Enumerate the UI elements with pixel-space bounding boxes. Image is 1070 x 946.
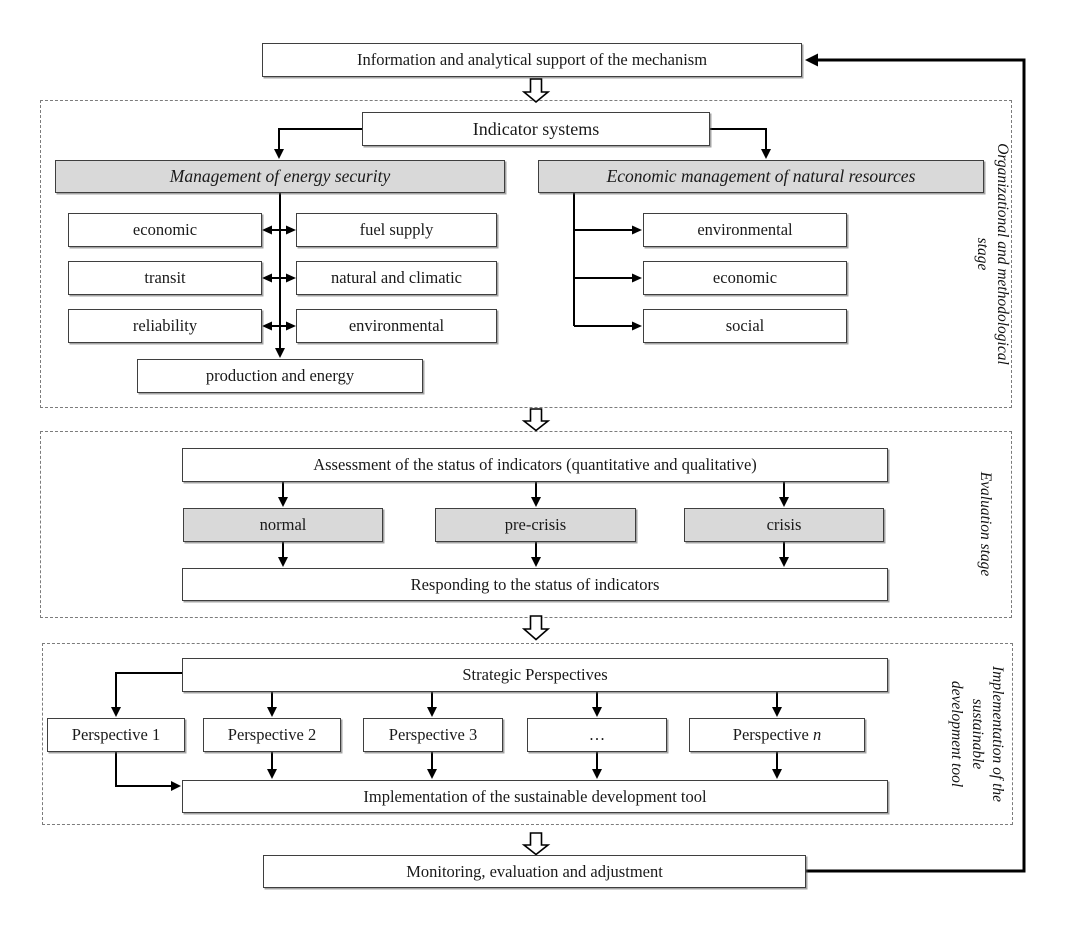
- stage3-frame: [42, 643, 1013, 825]
- assessment-box: Assessment of the status of indicators (…: [182, 448, 888, 482]
- status-crisis-box: crisis: [684, 508, 884, 542]
- energy-security-header: Management of energy security: [55, 160, 505, 193]
- energy-item-environmental: environmental: [296, 309, 497, 343]
- energy-item-reliability: reliability: [68, 309, 262, 343]
- perspective-n-box: Perspective n: [689, 718, 865, 752]
- energy-item-transit: transit: [68, 261, 262, 295]
- natural-item-economic: economic: [643, 261, 847, 295]
- monitoring-box: Monitoring, evaluation and adjustment: [263, 855, 806, 888]
- perspective-ellipsis-box: …: [527, 718, 667, 752]
- strategic-perspectives-box: Strategic Perspectives: [182, 658, 888, 692]
- status-precrisis-box: pre-crisis: [435, 508, 636, 542]
- natural-resources-header: Economic management of natural resources: [538, 160, 984, 193]
- energy-item-economic: economic: [68, 213, 262, 247]
- indicator-systems-box: Indicator systems: [362, 112, 710, 146]
- stage3-label-line2: sustainable: [968, 698, 986, 770]
- stage3-label-line3: development tool: [948, 680, 966, 788]
- stage2-label: Evaluation stage: [977, 471, 994, 577]
- stage1-frame: [40, 100, 1012, 408]
- stage3-label-line1: Implementation of the: [989, 665, 1006, 803]
- energy-item-production: production and energy: [137, 359, 423, 393]
- perspective-2-box: Perspective 2: [203, 718, 341, 752]
- stage1-label-line1: Organizational and methodological: [994, 143, 1011, 365]
- perspective-n-suffix: n: [812, 725, 822, 745]
- info-support-box: Information and analytical support of th…: [262, 43, 802, 77]
- perspective-3-box: Perspective 3: [363, 718, 503, 752]
- natural-item-environmental: environmental: [643, 213, 847, 247]
- stage3-label: Implementation of the sustainable develo…: [947, 645, 1007, 823]
- stage1-label: Organizational and methodological stage: [970, 94, 1012, 414]
- perspective-n-prefix: Perspective: [732, 725, 813, 745]
- perspective-1-box: Perspective 1: [47, 718, 185, 752]
- responding-box: Responding to the status of indicators: [182, 568, 888, 601]
- implementation-box: Implementation of the sustainable develo…: [182, 780, 888, 813]
- stage1-label-line2: stage: [973, 237, 991, 271]
- energy-item-fuel-supply: fuel supply: [296, 213, 497, 247]
- energy-item-natural-climatic: natural and climatic: [296, 261, 497, 295]
- status-normal-box: normal: [183, 508, 383, 542]
- stage2-frame: [40, 431, 1012, 618]
- natural-item-social: social: [643, 309, 847, 343]
